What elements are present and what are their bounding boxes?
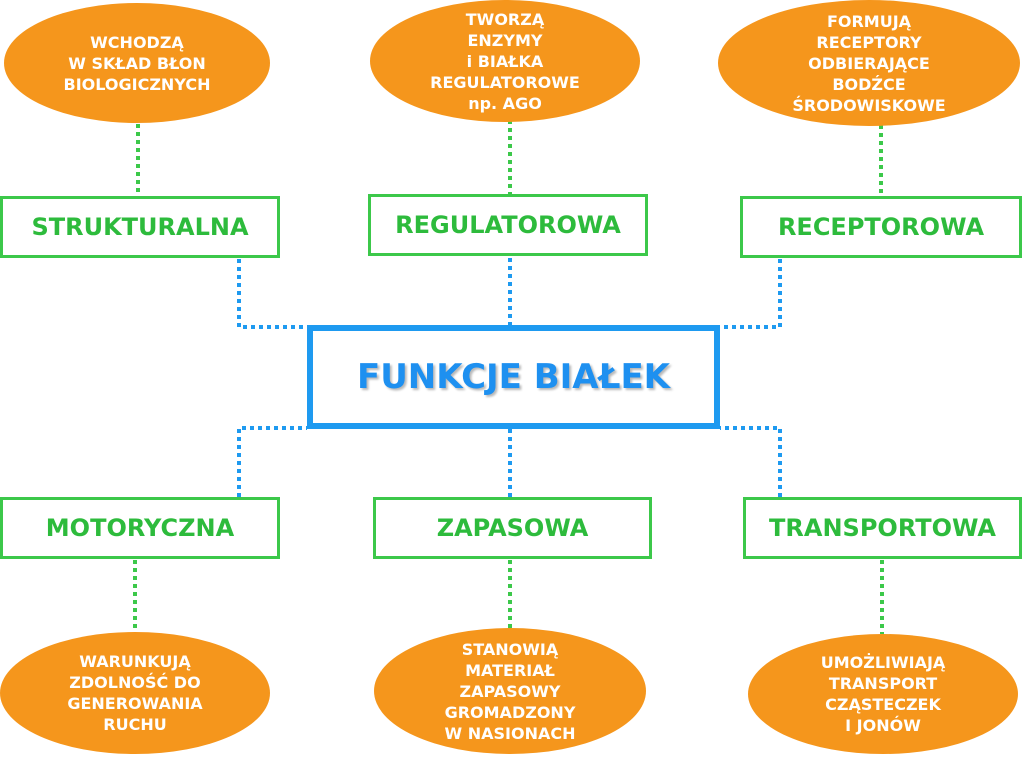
description-regulatory-text: TWORZĄ ENZYMY i BIAŁKA REGULATOROWE np. … — [430, 9, 580, 113]
box-receptor: RECEPTOROWA — [740, 196, 1022, 258]
description-transport: UMOŻLIWIAJĄ TRANSPORT CZĄSTECZEK I JONÓW — [748, 634, 1018, 754]
connector-transport-center — [720, 426, 782, 497]
box-structural: STRUKTURALNA — [0, 196, 280, 258]
box-regulatory: REGULATOROWA — [368, 194, 648, 256]
box-motor: MOTORYCZNA — [0, 497, 280, 559]
box-receptor-label: RECEPTOROWA — [777, 213, 985, 241]
box-transport: TRANSPORTOWA — [743, 497, 1022, 559]
description-structural: WCHODZĄ W SKŁAD BŁON BIOLOGICZNYCH — [4, 3, 270, 123]
description-motor-text: WARUNKUJĄ ZDOLNOŚĆ DO GENEROWANIA RUCHU — [67, 652, 203, 734]
box-motor-label: MOTORYCZNA — [45, 514, 235, 542]
main-title-box: FUNKCJE BIAŁEK — [307, 325, 720, 429]
box-storage-label: ZAPASOWA — [436, 514, 589, 542]
connector-receptor-center — [720, 259, 782, 329]
box-structural-label: STRUKTURALNA — [31, 213, 249, 241]
connector-motor-center — [237, 426, 307, 497]
description-regulatory: TWORZĄ ENZYMY i BIAŁKA REGULATOROWE np. … — [370, 0, 640, 122]
description-storage-text: STANOWIĄ MATERIAŁ ZAPASOWY GROMADZONY W … — [444, 639, 576, 743]
box-transport-label: TRANSPORTOWA — [769, 514, 996, 542]
box-regulatory-label: REGULATOROWA — [395, 211, 621, 239]
connector-structural-center — [237, 259, 307, 329]
description-storage: STANOWIĄ MATERIAŁ ZAPASOWY GROMADZONY W … — [374, 628, 646, 754]
description-transport-text: UMOŻLIWIAJĄ TRANSPORT CZĄSTECZEK I JONÓW — [820, 653, 946, 735]
description-structural-text: WCHODZĄ W SKŁAD BŁON BIOLOGICZNYCH — [63, 32, 211, 94]
main-title: FUNKCJE BIAŁEK — [356, 357, 671, 397]
description-motor: WARUNKUJĄ ZDOLNOŚĆ DO GENEROWANIA RUCHU — [0, 632, 270, 754]
description-receptor: FORMUJĄ RECEPTORY ODBIERAJĄCE BODŹCE ŚRO… — [718, 0, 1020, 126]
box-storage: ZAPASOWA — [373, 497, 652, 559]
description-receptor-text: FORMUJĄ RECEPTORY ODBIERAJĄCE BODŹCE ŚRO… — [792, 11, 946, 115]
